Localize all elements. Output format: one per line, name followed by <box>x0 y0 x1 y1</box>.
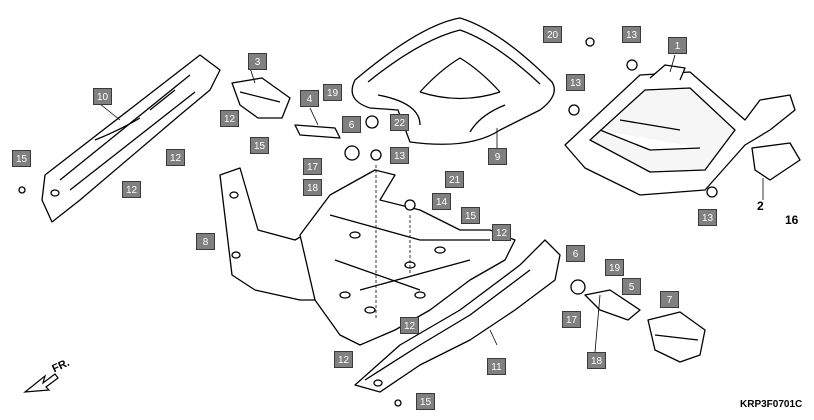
callout-18-top: 18 <box>303 179 322 196</box>
part-13-screw-right <box>706 186 718 198</box>
callout-19-top: 19 <box>323 84 342 101</box>
callout-1: 1 <box>668 37 687 54</box>
callout-3: 3 <box>248 53 267 70</box>
callout-12-b: 12 <box>166 149 185 166</box>
part-6-washer <box>344 145 360 161</box>
callout-13-top: 13 <box>622 26 641 43</box>
callout-12-c: 12 <box>122 181 141 198</box>
part-13-screw-left <box>568 104 580 116</box>
callout-15-center: 15 <box>461 207 480 224</box>
callout-11: 11 <box>487 358 506 375</box>
diagram-code: KRP3F0701C <box>740 399 803 410</box>
part-3-guide <box>231 77 291 119</box>
part-22-grommet <box>365 115 379 129</box>
part-1-storage-box <box>564 64 796 196</box>
front-arrow-icon <box>23 373 59 393</box>
part-2-bracket <box>751 142 801 181</box>
callout-14: 14 <box>432 193 451 210</box>
callout-15-left: 15 <box>12 150 31 167</box>
callout-6-bottom: 6 <box>566 245 585 262</box>
part-15-screw-bottom <box>394 399 402 407</box>
callout-20: 20 <box>543 26 562 43</box>
callout-16: 16 <box>785 213 799 227</box>
part-13-screw <box>370 149 382 161</box>
part-9-floor-mat <box>351 17 555 145</box>
part-4-bracket <box>294 124 341 139</box>
part-15-screw-left <box>18 186 26 194</box>
callout-19-bottom: 19 <box>605 259 624 276</box>
callout-13-center: 13 <box>390 147 409 164</box>
callout-13-left: 13 <box>566 74 585 91</box>
floor-body <box>299 169 516 346</box>
part-5-plate <box>584 289 641 321</box>
callout-12-a: 12 <box>220 110 239 127</box>
callout-10: 10 <box>93 88 112 105</box>
callout-21: 21 <box>445 171 464 188</box>
part-13-screw-rear <box>626 59 638 71</box>
part-11-lower-panel <box>354 239 561 393</box>
callout-17-bottom: 17 <box>562 311 581 328</box>
callout-15-bottom: 15 <box>416 393 435 410</box>
callout-12-e: 12 <box>400 317 419 334</box>
part-14-bolt <box>404 199 416 211</box>
callout-13-right: 13 <box>698 209 717 226</box>
callout-6-top: 6 <box>342 116 361 133</box>
callout-8: 8 <box>196 233 215 250</box>
leader-lines <box>99 54 764 353</box>
part-10-side-panel <box>41 54 221 223</box>
callout-12-f: 12 <box>334 351 353 368</box>
callout-4: 4 <box>300 90 319 107</box>
callout-12-d: 12 <box>492 224 511 241</box>
callout-7: 7 <box>660 291 679 308</box>
callout-2: 2 <box>757 199 764 213</box>
callout-5: 5 <box>622 278 641 295</box>
part-7-cover <box>647 311 706 363</box>
callout-18-bottom: 18 <box>587 352 606 369</box>
callout-9: 9 <box>488 148 507 165</box>
callout-15-a: 15 <box>250 137 269 154</box>
callout-17-top: 17 <box>303 158 322 175</box>
part-6-washer-lower <box>570 279 586 295</box>
part-8-inner-cover <box>219 167 331 301</box>
part-20-screw <box>585 37 595 47</box>
callout-22: 22 <box>390 114 409 131</box>
